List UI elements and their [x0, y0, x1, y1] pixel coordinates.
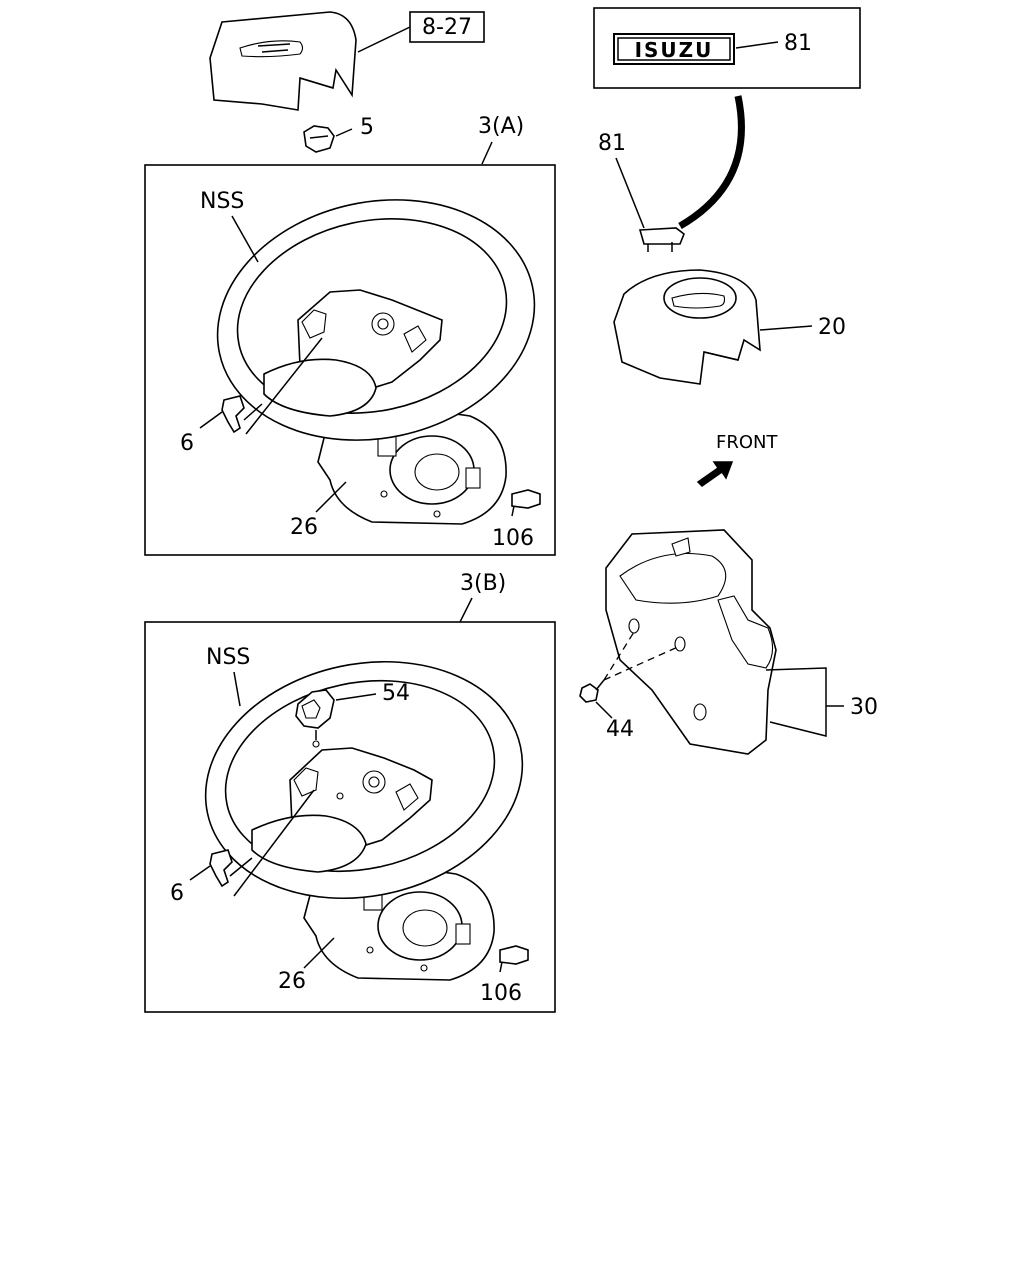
horn-nut: 5 [303, 115, 374, 153]
screw-106-a: 106 [492, 489, 541, 551]
ref-box-8-27: 8-27 [357, 11, 485, 53]
ref-box-label: 8-27 [422, 15, 472, 40]
horn-pad-20: 20 [613, 269, 846, 385]
isuzu-emblem-text: ISUZU [635, 38, 714, 62]
steering-wheel-b [204, 660, 524, 900]
horn-pad-reference [209, 11, 357, 111]
callout-106-b: 106 [480, 981, 522, 1006]
screw-106-b: 106 [480, 945, 529, 1006]
callout-nss-a: NSS [200, 189, 244, 214]
screw-44: 44 [579, 631, 681, 742]
emblem-81: 81 [598, 131, 685, 252]
front-arrow-icon [696, 461, 734, 487]
callout-26-b: 26 [278, 969, 306, 994]
callout-5: 5 [360, 115, 374, 140]
callout-81-box: 81 [784, 31, 812, 56]
callout-106-a: 106 [492, 526, 534, 551]
callout-6-a: 6 [180, 431, 194, 456]
callout-54-b: 54 [382, 681, 410, 706]
callout-81: 81 [598, 131, 626, 156]
callout-44: 44 [606, 717, 634, 742]
front-label: FRONT [716, 432, 778, 453]
bolt-6-a: 6 [180, 337, 323, 456]
switch-54-b: 54 [295, 681, 410, 748]
callout-nss-b: NSS [206, 645, 250, 670]
assembly-a: 3(A) [144, 114, 556, 556]
callout-6-b: 6 [170, 881, 184, 906]
callout-20: 20 [818, 315, 846, 340]
steering-wheel-a [216, 199, 536, 441]
callout-3a: 3(A) [478, 114, 524, 139]
callout-30: 30 [850, 695, 878, 720]
column-cover-30: 30 [605, 529, 878, 755]
emblem-detail-box: ISUZU 81 [593, 7, 861, 230]
assembly-b: 3(B) [144, 571, 556, 1013]
bolt-6-b: 6 [170, 789, 315, 906]
callout-26-a: 26 [290, 515, 318, 540]
front-indicator: FRONT [696, 432, 778, 487]
callout-3b: 3(B) [460, 571, 506, 596]
